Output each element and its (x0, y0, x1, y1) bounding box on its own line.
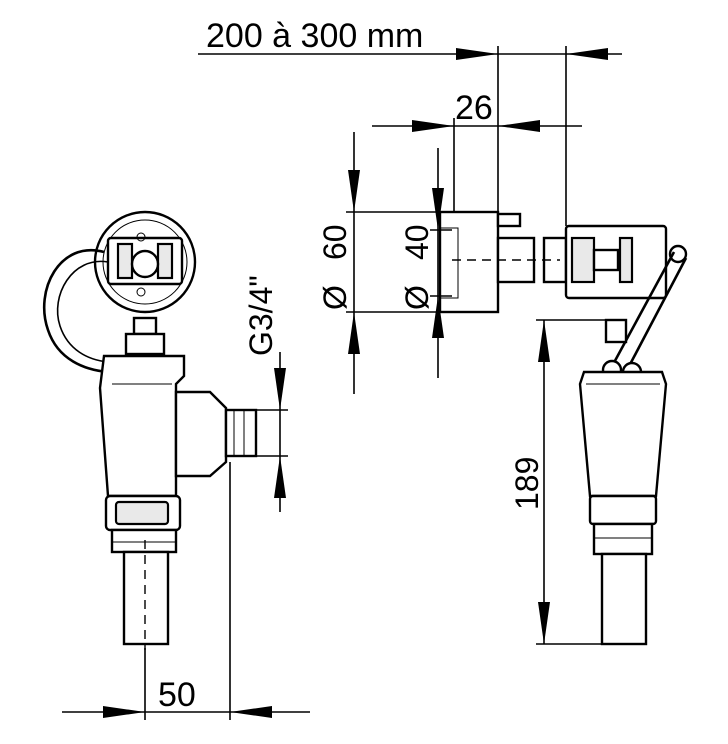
dim-depth-arrow-right (498, 120, 540, 132)
dim-dia40-arrow-bottom (432, 296, 444, 338)
dim-diameters: Ø 60 Ø 40 (317, 132, 452, 394)
dim-range-arrow-left (456, 48, 498, 60)
side-nut (588, 494, 658, 526)
valve-stem (132, 316, 158, 336)
valve-side-view (438, 210, 688, 646)
threaded-connector (224, 408, 258, 458)
dim-dia60-symbol: Ø (317, 285, 353, 310)
dim-range-label: 200 à 300 mm (206, 17, 423, 55)
dim-dia60-label: 60 (317, 224, 353, 260)
dim-dia60-arrow-bottom (348, 312, 360, 354)
dim-height-arrow-top (538, 320, 550, 362)
wall-plate-inset (439, 227, 459, 299)
dim-dia40-symbol: Ø (399, 285, 435, 310)
valve-front-view (42, 210, 258, 650)
valve-nut (124, 332, 166, 356)
dim-plate-depth: 26 (372, 89, 582, 212)
actuator-shaft (592, 248, 620, 272)
hose-inner (56, 260, 109, 363)
dim-height: 189 (509, 319, 606, 645)
linkage-arm-1 (608, 251, 676, 371)
side-stem (604, 318, 628, 344)
side-outlet (174, 390, 228, 478)
dim-thread-arrow-top (274, 368, 286, 410)
mechanism-knob (130, 249, 160, 279)
dim-thread-label: G3/4" (243, 275, 279, 356)
plate-tab (496, 212, 522, 228)
screw-bottom (136, 287, 146, 297)
actuator-disc (618, 236, 634, 284)
outlet-pipe (122, 550, 170, 646)
mechanism-block-right (156, 242, 174, 280)
side-ring (592, 522, 654, 556)
screw-top (136, 232, 146, 242)
dim-depth-label: 26 (455, 89, 493, 127)
lower-ring (110, 528, 178, 554)
side-body (578, 370, 668, 498)
dim-offset-label: 50 (158, 676, 196, 714)
actuator-nut (570, 236, 596, 284)
linkage-pivot (668, 244, 688, 264)
hose-outer (42, 248, 109, 374)
dim-range-arrow-right (566, 48, 608, 60)
dim-dia40-label: 40 (399, 224, 435, 260)
wall-plate (438, 210, 500, 314)
dim-install-range: 200 à 300 mm (198, 17, 622, 226)
dim-dia60-arrow-top (348, 170, 360, 212)
mechanism-block-left (116, 242, 134, 280)
lower-nut-band (114, 500, 170, 526)
dim-offset-arrow-right (230, 706, 272, 718)
side-outlet-pipe (600, 552, 648, 646)
dim-depth-arrow-left (412, 120, 454, 132)
valve-body (98, 354, 186, 498)
dim-offset: 50 (62, 462, 310, 720)
dim-thread: G3/4" (243, 275, 288, 512)
linkage-arm-2 (624, 257, 688, 373)
dim-thread-arrow-bottom (274, 456, 286, 498)
dim-offset-arrow-left (103, 706, 145, 718)
dim-dia40-arrow-top (432, 188, 444, 230)
dim-height-arrow-bottom (538, 602, 550, 644)
dim-height-label: 189 (509, 457, 545, 510)
